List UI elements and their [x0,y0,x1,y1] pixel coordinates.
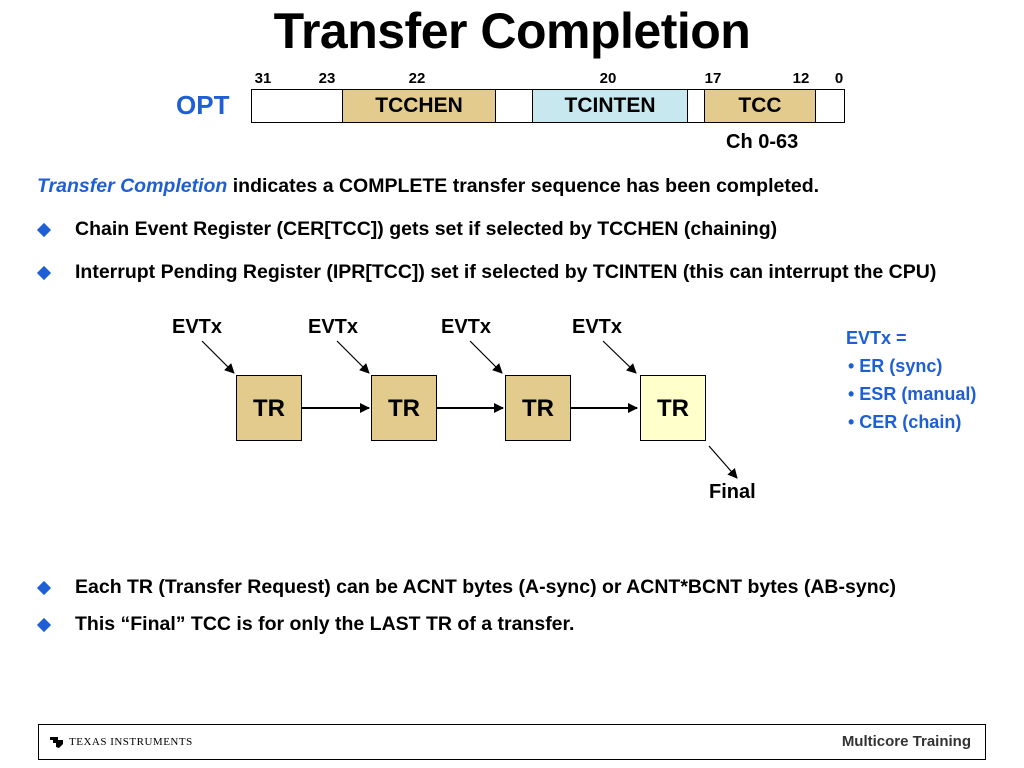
event-arrow-3 [469,340,503,374]
bit-number-20: 20 [599,70,617,87]
bullet-ipr: Interrupt Pending Register (IPR[TCC]) se… [75,261,937,283]
footer-training: Multicore Training [841,733,971,750]
legend-item-er: • ER (sync) [848,356,943,376]
tr-box-1: TR [236,375,302,441]
tr-box-2: TR [371,375,437,441]
event-label-1: EVTx [172,316,223,338]
slide-title: Transfer Completion [273,3,751,59]
final-arrow [708,445,738,479]
evtx-legend: EVTx = • ER (sync) • ESR (manual) • CER … [846,324,976,436]
tr-box-3: TR [505,375,571,441]
legend-item-esr: • ESR (manual) [848,384,977,404]
bullet-tr-size: Each TR (Transfer Request) can be ACNT b… [75,576,896,598]
event-arrow-1 [201,340,235,374]
event-arrow-4 [602,340,637,374]
bit-number-0: 0 [834,70,844,87]
bit-number-22: 22 [408,70,426,87]
intro-rest: indicates a COMPLETE transfer sequence h… [227,175,820,197]
bit-number-12: 12 [792,70,810,87]
field-tcchen: TCCHEN [342,90,496,122]
field-tcc: TCC [704,90,816,122]
tr-box-final: TR [640,375,706,441]
register-label: OPT [176,90,230,120]
legend-title: EVTx = [846,328,907,348]
bit-number-31: 31 [254,70,272,87]
intro-emphasis: Transfer Completion [37,175,228,197]
footer-bar: TEXAS INSTRUMENTS Multicore Training [38,724,986,760]
event-arrow-2 [336,340,370,374]
bit-number-17: 17 [704,70,722,87]
tcc-channel-note: Ch 0-63 [726,131,799,153]
company-name: TEXAS INSTRUMENTS [69,736,193,748]
event-label-2: EVTx [308,316,359,338]
bullet-final-tcc: This “Final” TCC is for only the LAST TR… [75,613,575,635]
event-label-3: EVTx [441,316,492,338]
bullet-cer: Chain Event Register (CER[TCC]) gets set… [75,218,778,240]
ti-logo-icon [50,737,63,748]
event-label-4: EVTx [572,316,623,338]
intro-text: Transfer Completion indicates a COMPLETE… [37,175,819,198]
legend-item-cer: • CER (chain) [848,412,962,432]
final-label: Final [709,481,756,503]
opt-register: TCCHEN TCINTEN TCC [251,89,845,123]
bit-number-23: 23 [318,70,336,87]
field-tcinten: TCINTEN [532,90,688,122]
